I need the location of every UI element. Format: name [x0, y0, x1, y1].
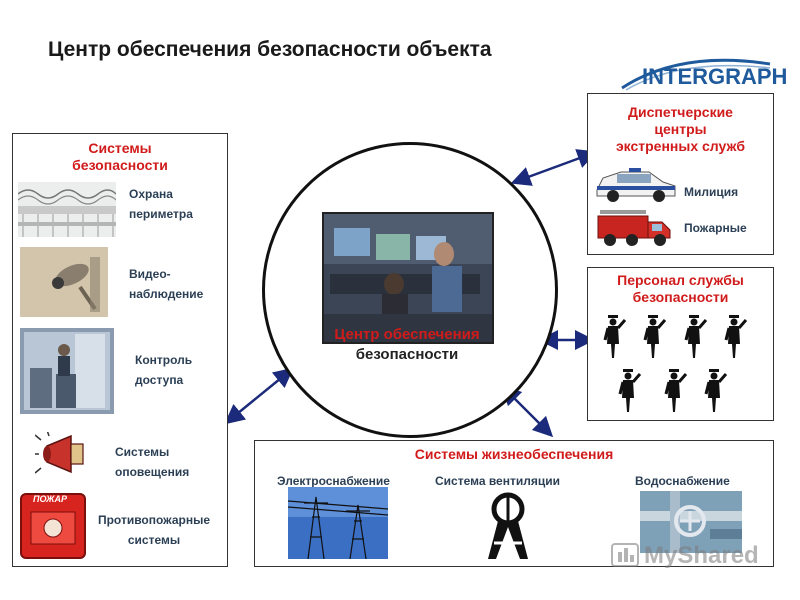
arrow-to-dispatch: [510, 149, 598, 186]
life-support-panel: Системы жизнеобеспечения Электроснабжени…: [254, 440, 774, 567]
center-label: Центр обеспечения безопасности: [300, 325, 514, 365]
perimeter-label: Охрана периметра: [129, 184, 193, 224]
firefighters-label: Пожарные: [684, 221, 747, 235]
life-support-title: Системы жизнеобеспечения: [414, 446, 614, 462]
dispatch-title-line3: экстренных служб: [615, 138, 746, 154]
security-systems-panel: Системы безопасности Охрана периметра: [12, 133, 228, 567]
center-line1: Центр обеспечения: [334, 326, 480, 343]
alert-line2: оповещения: [115, 465, 190, 479]
watermark-text: MyShared: [644, 542, 759, 569]
access-control-image: [20, 328, 114, 414]
page-title: Центр обеспечения безопасности объекта: [48, 38, 492, 61]
personnel-title-line2: безопасности: [632, 289, 729, 305]
fire-truck-image: [596, 206, 672, 250]
ventilation-label: Система вентиляции: [435, 474, 560, 488]
power-lines-image: [288, 487, 388, 559]
access-line2: доступа: [135, 373, 184, 387]
dispatch-title: Диспетчерские центры экстренных служб: [588, 104, 773, 155]
fire-alarm-image: [19, 492, 87, 560]
security-personnel-panel: Персонал службы безопасности: [587, 267, 774, 421]
arrow-to-life: [500, 384, 554, 438]
fire-label: Противопожарные системы: [89, 510, 219, 550]
fire-sign-text: ПОЖАР: [33, 494, 67, 504]
dispatch-centers-panel: Диспетчерские центры экстренных служб Ми…: [587, 93, 774, 255]
guard-figures: [603, 313, 748, 414]
control-room-image: [322, 212, 494, 344]
dispatch-title-line2: центры: [654, 121, 707, 137]
logo-text: INTERGRAPH: [642, 64, 788, 89]
perimeter-fence-image: [18, 182, 116, 237]
police-car-image: [591, 164, 679, 204]
myshared-watermark: MyShared: [610, 540, 780, 572]
megaphone-icon: [35, 432, 95, 476]
security-title-line2: безопасности: [72, 157, 168, 173]
alert-label: Системы оповещения: [115, 442, 189, 482]
perimeter-line1: Охрана: [129, 187, 173, 201]
video-label: Видео- наблюдение: [129, 264, 203, 304]
intergraph-logo: INTERGRAPH: [620, 58, 787, 92]
ventilation-tower-icon: [480, 491, 536, 561]
water-pipes-image: [640, 491, 742, 553]
dispatch-title-line1: Диспетчерские: [628, 104, 733, 120]
electricity-label: Электроснабжение: [277, 474, 390, 488]
alert-line1: Системы: [115, 445, 170, 459]
video-camera-image: [20, 247, 108, 317]
access-label: Контроль доступа: [135, 350, 192, 390]
fire-line1: Противопожарные: [97, 513, 211, 527]
police-label: Милиция: [684, 185, 739, 199]
video-line2: наблюдение: [129, 287, 204, 301]
access-line1: Контроль: [135, 353, 193, 367]
center-line2: безопасности: [355, 346, 459, 363]
personnel-title: Персонал службы безопасности: [588, 272, 773, 306]
perimeter-line2: периметра: [129, 207, 193, 221]
security-panel-title: Системы безопасности: [13, 140, 227, 174]
personnel-title-line1: Персонал службы: [617, 272, 744, 288]
water-label: Водоснабжение: [635, 474, 730, 488]
video-line1: Видео-: [129, 267, 171, 281]
security-title-line1: Системы: [88, 140, 152, 156]
arrow-to-security: [224, 367, 294, 425]
fire-line2: системы: [127, 533, 181, 547]
